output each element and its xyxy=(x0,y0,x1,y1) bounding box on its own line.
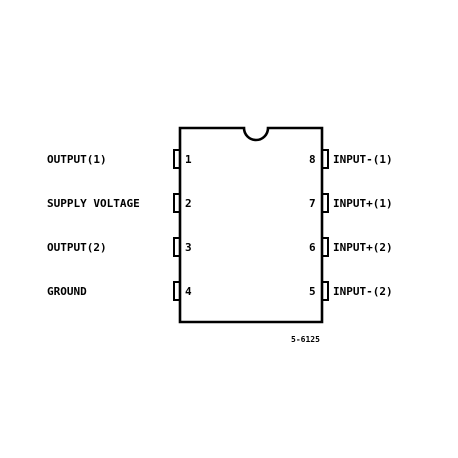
drawing-code: 5-6125 xyxy=(291,335,320,344)
pin-5-number: 5 xyxy=(309,285,316,298)
pin-1-label: OUTPUT(1) xyxy=(47,153,107,166)
pin-4-label: GROUND xyxy=(47,285,87,298)
pin-2-label: SUPPLY VOLTAGE xyxy=(47,197,140,210)
pin-6-label: INPUT+(2) xyxy=(333,241,393,254)
pin-4-number: 4 xyxy=(185,285,192,298)
pin-5-lead xyxy=(321,281,329,301)
pin-8-lead xyxy=(321,149,329,169)
pin-4-lead xyxy=(173,281,181,301)
pin-8-number: 8 xyxy=(309,153,316,166)
pin-8-label: INPUT-(1) xyxy=(333,153,393,166)
pin-3-number: 3 xyxy=(185,241,192,254)
pin-6-number: 6 xyxy=(309,241,316,254)
pin-3-lead xyxy=(173,237,181,257)
pin-5-label: INPUT-(2) xyxy=(333,285,393,298)
pin-2-number: 2 xyxy=(185,197,192,210)
pin-1-number: 1 xyxy=(185,153,192,166)
pin-7-number: 7 xyxy=(309,197,316,210)
pin-1-lead xyxy=(173,149,181,169)
ic-package-body xyxy=(178,126,324,324)
pin-6-lead xyxy=(321,237,329,257)
pin-7-lead xyxy=(321,193,329,213)
pin-2-lead xyxy=(173,193,181,213)
pin-7-label: INPUT+(1) xyxy=(333,197,393,210)
pin-3-label: OUTPUT(2) xyxy=(47,241,107,254)
